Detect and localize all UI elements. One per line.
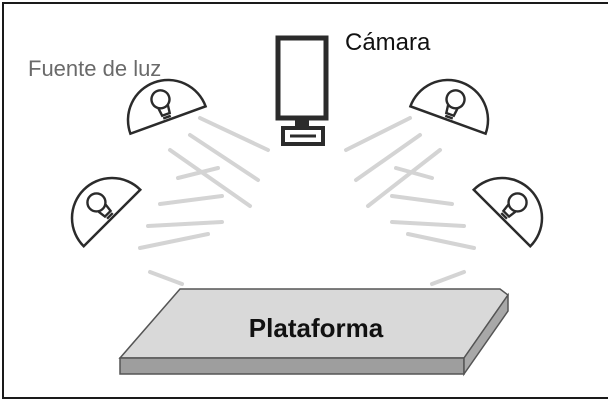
lightbulb-icon — [86, 192, 114, 220]
lamp-icon — [471, 176, 544, 249]
lamp-icon — [408, 78, 490, 136]
lamp-icon — [70, 176, 143, 249]
camera-icon — [275, 35, 329, 146]
lamp-icon — [126, 78, 208, 136]
lightbulb-icon — [444, 89, 466, 120]
platform-slab — [118, 288, 510, 377]
diagram-frame — [2, 2, 608, 399]
light-beams — [138, 116, 476, 286]
lightbulb-icon — [500, 192, 528, 220]
platform-label: Plataforma — [249, 313, 384, 343]
lightbulb-icon — [150, 89, 172, 120]
light-source-label: Fuente de luz — [28, 56, 161, 81]
camera-label: Cámara — [345, 29, 431, 56]
